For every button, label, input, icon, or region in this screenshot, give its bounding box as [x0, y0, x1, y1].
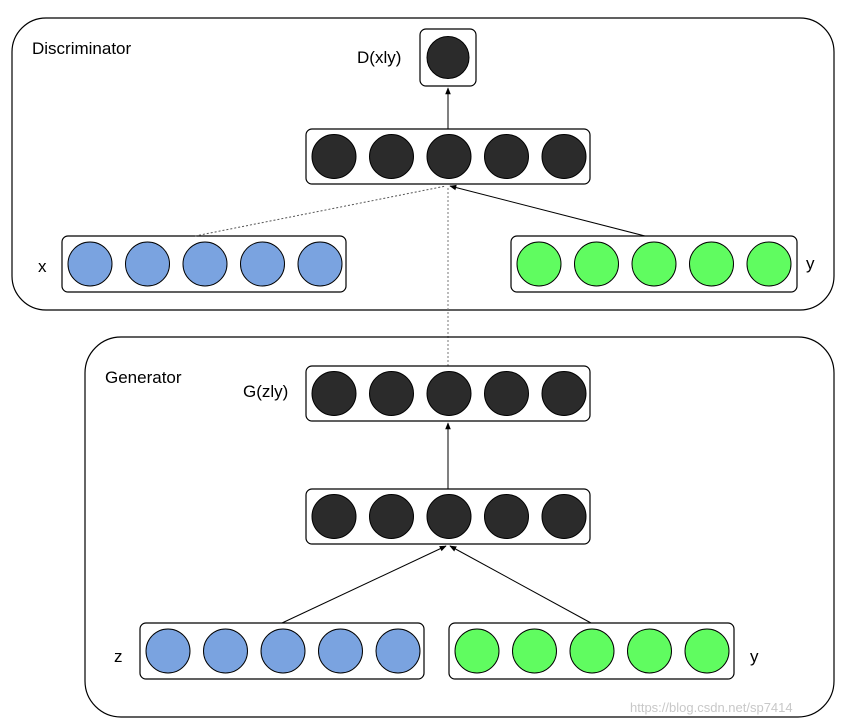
generator-z-neuron: [260, 628, 306, 674]
discriminator-x-neuron: [240, 241, 285, 287]
generator-y-neuron: [684, 628, 730, 674]
discriminator-x-neuron: [67, 241, 113, 287]
generator-output-label: G(zly): [243, 382, 288, 401]
generator-hidden-layer: [311, 494, 587, 539]
discriminator-y-neuron: [516, 241, 562, 287]
discriminator-hidden-neuron: [541, 134, 587, 179]
generator-output-neuron: [426, 371, 472, 416]
generator-y-neuron: [569, 628, 615, 674]
z-to-hidden-arrow: [281, 545, 447, 624]
generator-hidden-neuron: [311, 494, 357, 539]
discriminator-x-label: x: [38, 257, 47, 276]
generator-output-layer: [311, 371, 587, 416]
discriminator-y-label: y: [806, 254, 815, 273]
discriminator-x-neuron: [125, 241, 170, 287]
discriminator-x-neuron: [297, 241, 343, 287]
generator-y-neuron: [512, 628, 557, 674]
generator-hidden-neuron: [369, 494, 414, 539]
discriminator-y-neuron: [574, 241, 619, 287]
watermark-text: https://blog.csdn.net/sp7414: [630, 700, 793, 715]
discriminator-y-neuron: [689, 241, 734, 287]
generator-hidden-neuron: [484, 494, 529, 539]
generator-z-neuron: [203, 628, 248, 674]
generator-z-neuron: [375, 628, 421, 674]
y-to-hidden-arrow: [449, 184, 646, 237]
generator-container: Generator G(zly) z y: [84, 336, 835, 718]
discriminator-title: Discriminator: [32, 39, 132, 58]
discriminator-hidden-layer: [311, 134, 587, 179]
generator-y-label: y: [750, 647, 759, 666]
generator-z-label: z: [114, 647, 123, 666]
generator-output-neuron: [369, 371, 414, 416]
generator-y-neuron: [627, 628, 672, 674]
generator-y-input-layer: [454, 628, 730, 674]
generator-output-neuron: [311, 371, 357, 416]
discriminator-x-input-layer: [67, 241, 343, 287]
generator-output-neuron: [541, 371, 587, 416]
discriminator-y-input-layer: [516, 241, 792, 287]
generator-hidden-neuron: [426, 494, 472, 539]
discriminator-hidden-neuron: [426, 134, 472, 179]
discriminator-container: Discriminator D(xly) x y: [11, 17, 835, 366]
generator-z-neuron: [145, 628, 191, 674]
discriminator-x-neuron: [182, 241, 228, 287]
discriminator-output-node: [426, 36, 470, 79]
discriminator-hidden-neuron: [311, 134, 357, 179]
x-to-hidden-dotted-link: [194, 185, 447, 237]
generator-y-neuron: [454, 628, 500, 674]
discriminator-y-neuron: [631, 241, 677, 287]
generator-z-neuron: [318, 628, 363, 674]
generator-z-input-layer: [145, 628, 421, 674]
generator-output-neuron: [484, 371, 529, 416]
generator-y-to-hidden-arrow: [449, 545, 592, 624]
discriminator-output-label: D(xly): [357, 48, 401, 67]
discriminator-hidden-neuron: [484, 134, 529, 179]
generator-hidden-neuron: [541, 494, 587, 539]
generator-title: Generator: [105, 368, 182, 387]
discriminator-hidden-neuron: [369, 134, 414, 179]
discriminator-y-neuron: [746, 241, 792, 287]
generator-frame: [84, 336, 835, 718]
